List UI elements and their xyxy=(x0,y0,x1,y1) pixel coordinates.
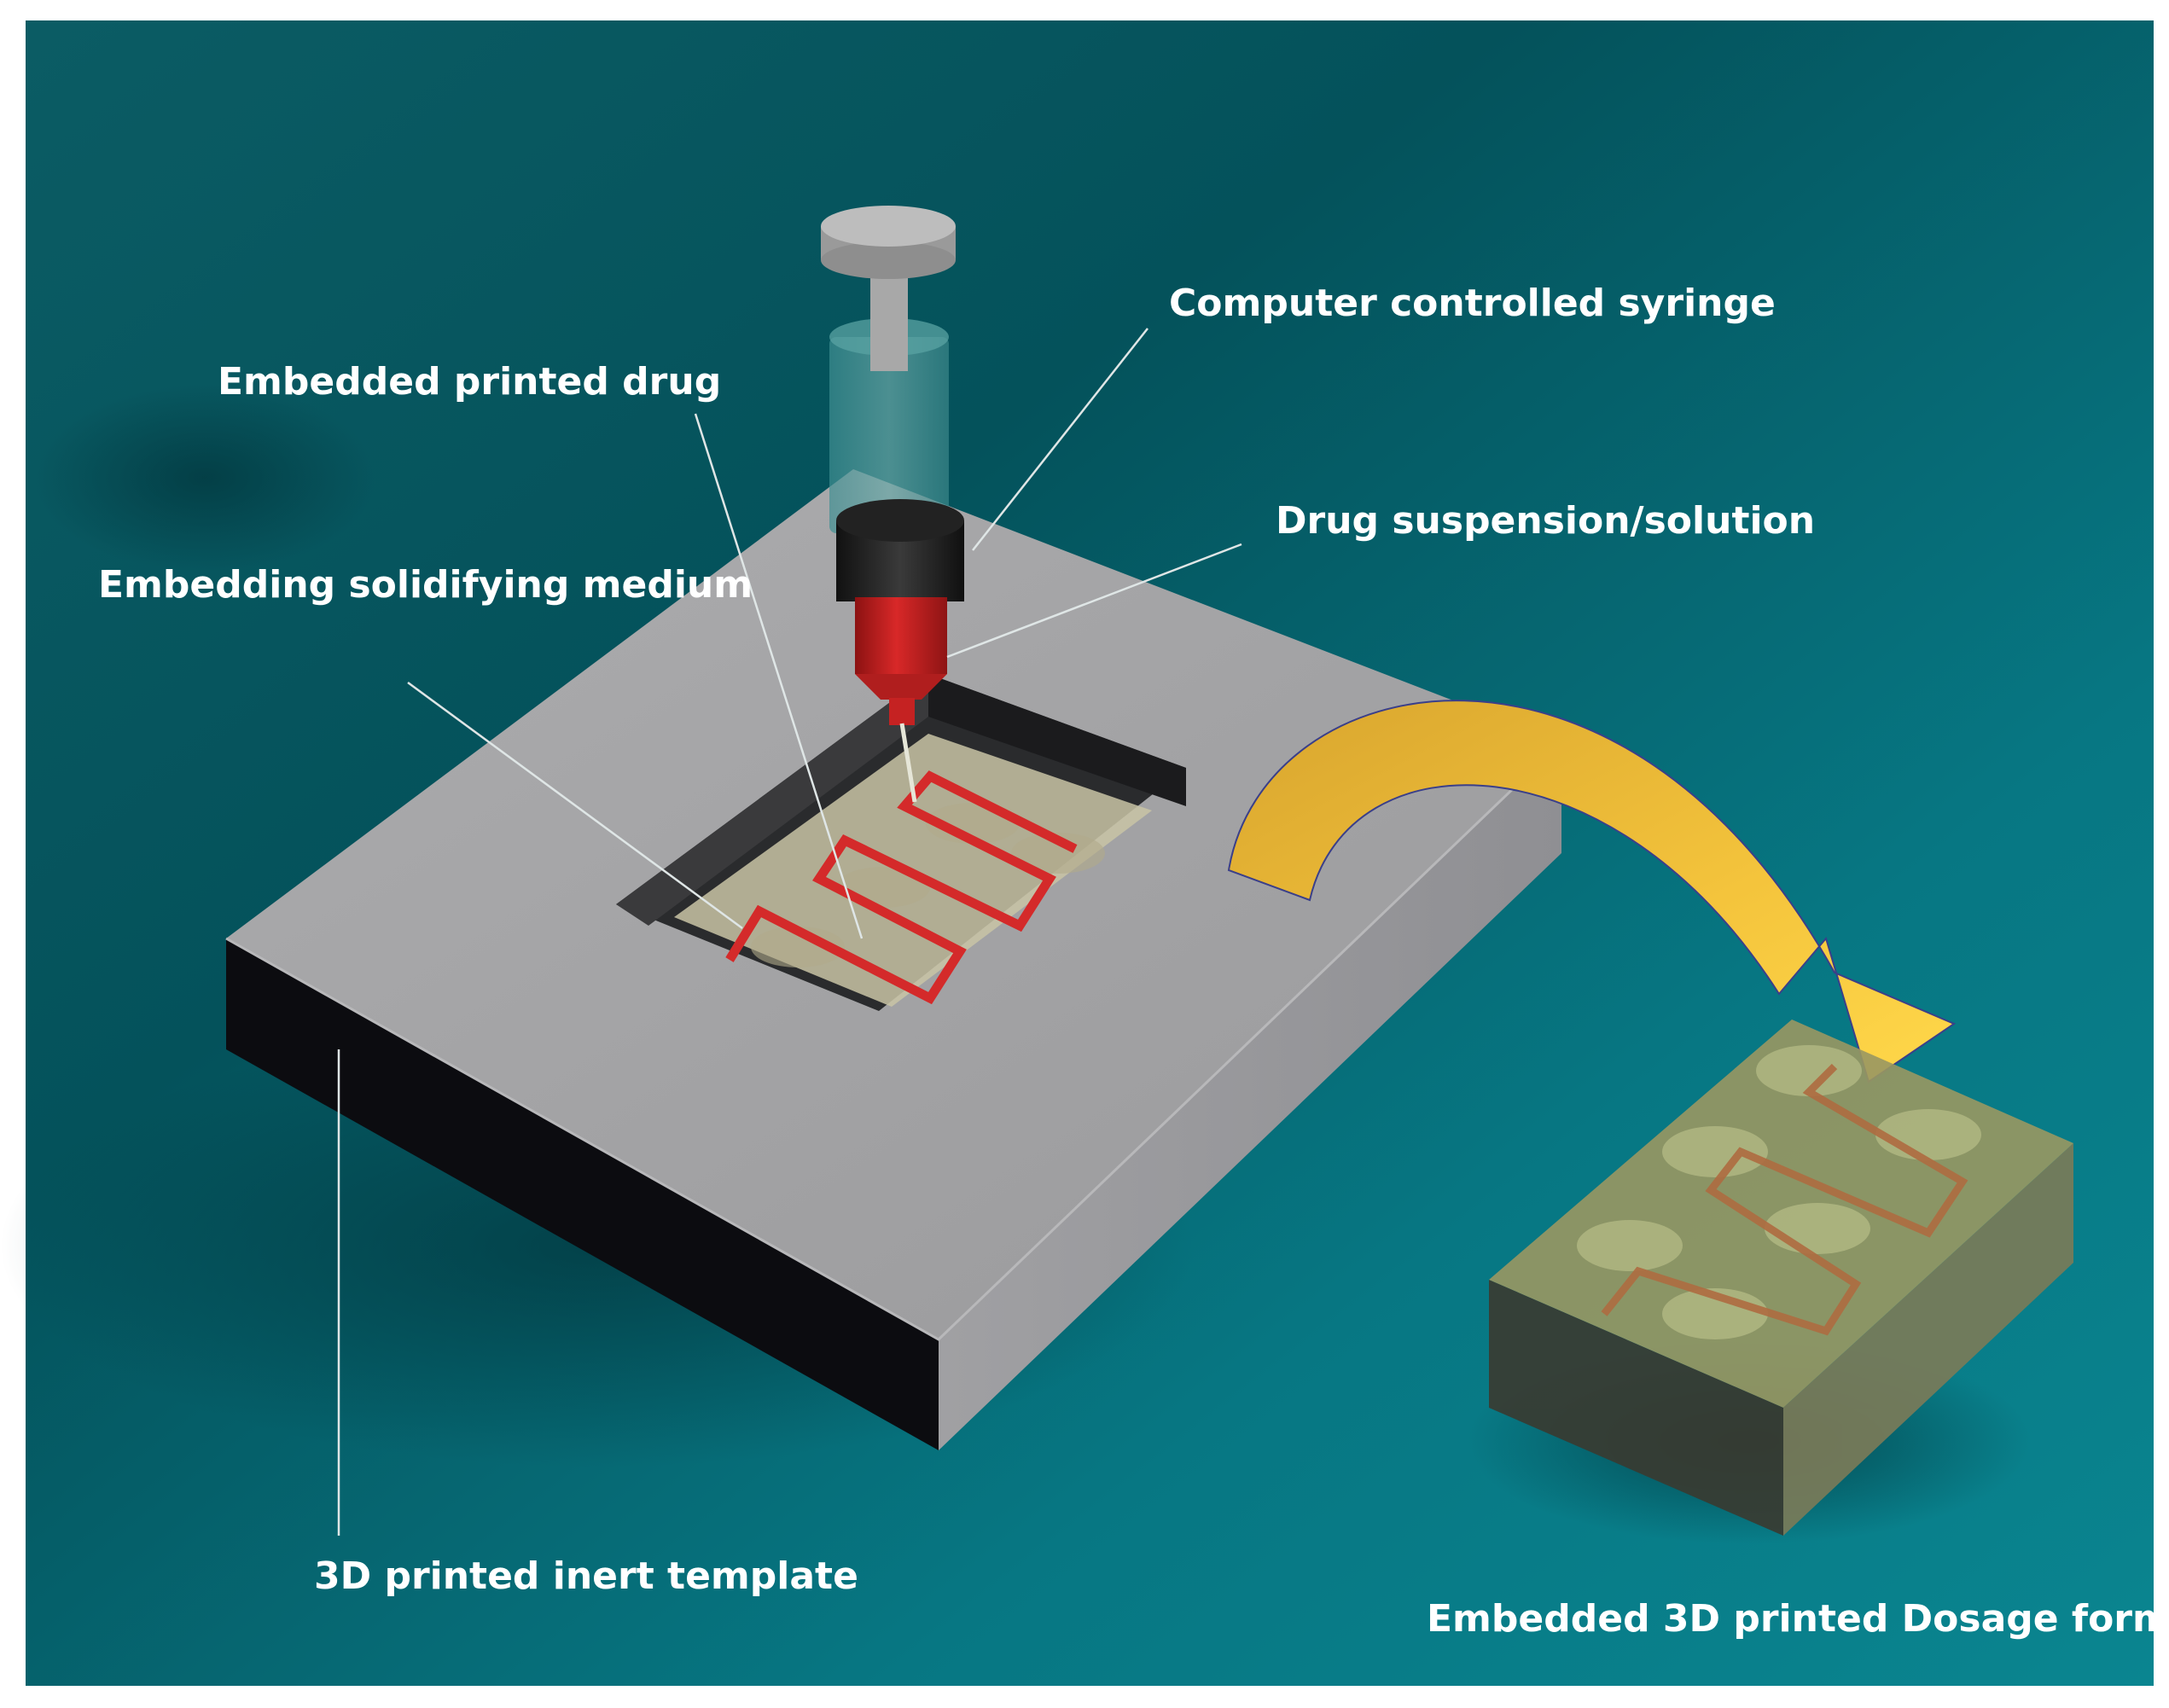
nozzle-body xyxy=(855,597,947,674)
leader-printed-drug xyxy=(694,413,864,939)
template-right-face xyxy=(939,742,1561,1450)
dosage-form xyxy=(1489,1020,2073,1536)
leader-medium xyxy=(407,681,743,930)
dosage-stud xyxy=(1756,1045,1862,1096)
syringe-barrel xyxy=(829,337,949,533)
label-syringe: Computer controlled syringe xyxy=(1169,282,1776,325)
leader-suspension xyxy=(946,543,1242,659)
leader-lines xyxy=(337,328,1242,1536)
template-edge xyxy=(225,741,1563,1341)
nozzle-taper xyxy=(855,674,947,700)
dosage-stud xyxy=(1875,1109,1981,1160)
leader-syringe xyxy=(972,328,1148,551)
cavity-back-wall xyxy=(928,674,1186,806)
medium-bump xyxy=(1011,833,1105,874)
dosage-right-face xyxy=(1783,1143,2073,1536)
template-front-face xyxy=(226,938,939,1450)
plunger-disc-bottom xyxy=(821,241,956,279)
dosage-stud xyxy=(1765,1203,1870,1254)
inert-template xyxy=(225,469,1563,1450)
plunger-disc-top xyxy=(821,206,956,247)
syringe xyxy=(821,206,964,803)
syringe-shadow xyxy=(34,384,375,572)
label-dosage-form: Embedded 3D printed Dosage form xyxy=(1427,1597,2169,1641)
cavity-left-wall xyxy=(616,674,928,926)
dosage-front-face xyxy=(1489,1280,1783,1536)
label-suspension: Drug suspension/solution xyxy=(1276,499,1815,543)
dosage-drug-path xyxy=(1601,1063,1968,1336)
label-template: 3D printed inert template xyxy=(314,1554,858,1598)
dosage-stud xyxy=(1662,1126,1768,1177)
nozzle-tip xyxy=(889,698,915,725)
label-medium: Embedding solidifying medium xyxy=(98,563,753,607)
syringe-needle xyxy=(899,723,917,803)
transfer-arrow xyxy=(1227,700,1957,1083)
medium-bump xyxy=(751,927,845,967)
dosage-stud xyxy=(1577,1220,1683,1271)
nozzle-cap-top xyxy=(836,499,964,542)
label-printed-drug: Embedded printed drug xyxy=(218,360,721,404)
